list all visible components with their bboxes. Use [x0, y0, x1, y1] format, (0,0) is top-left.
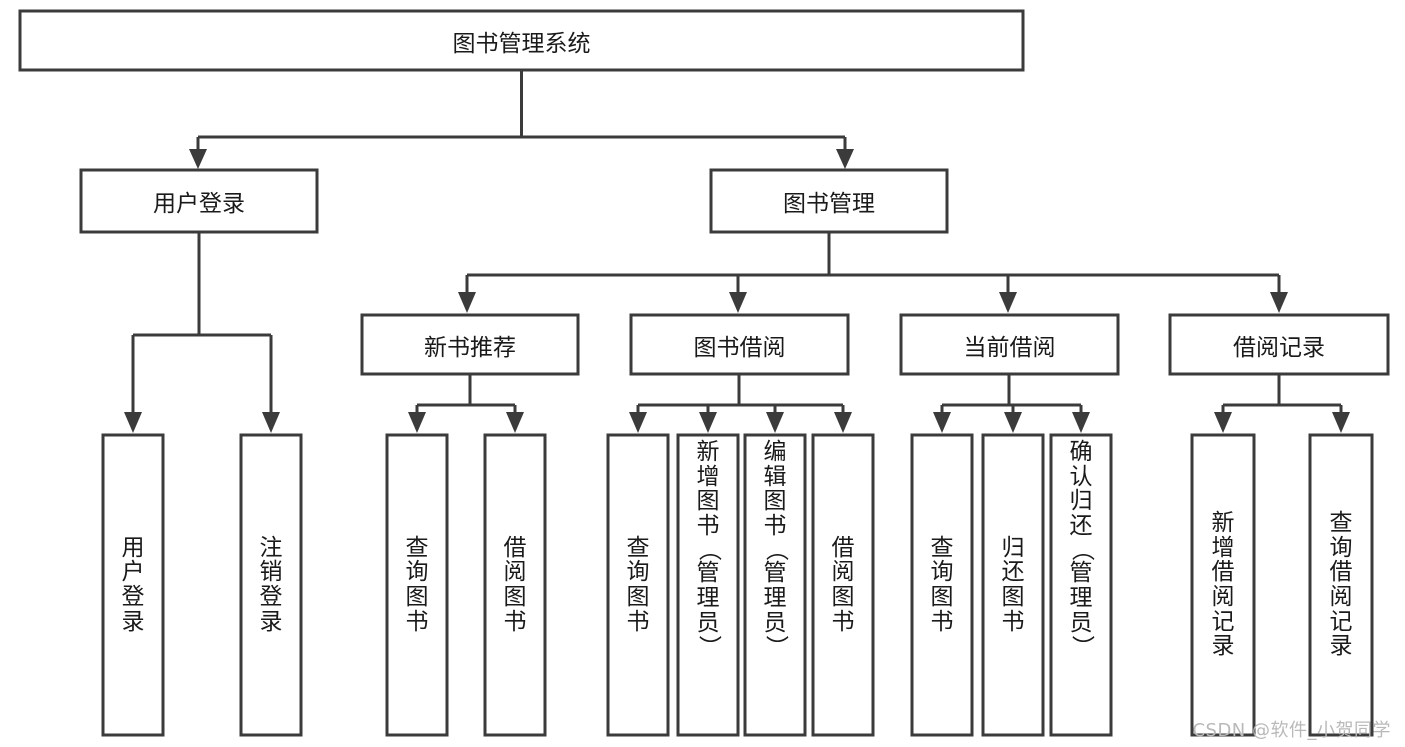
connector-user-login-to-leaves: [124, 232, 280, 433]
arrow-leaf-br-query: [1332, 412, 1350, 433]
node-new-book-rec[interactable]: [360, 313, 580, 376]
arrow-leaf-bb-add: [699, 412, 717, 433]
leaf-bb-edit-box[interactable]: [743, 433, 807, 737]
node-book-manage-box[interactable]: [709, 168, 949, 234]
leaf-rec-borrow-box[interactable]: [483, 433, 547, 737]
node-borrow-record-box[interactable]: [1168, 313, 1390, 376]
leaf-bb-add-box[interactable]: [676, 433, 740, 737]
arrow-leaf-bb-query: [629, 412, 647, 433]
node-current-borrow-box[interactable]: [899, 313, 1120, 376]
arrow-user-login: [189, 149, 207, 169]
node-book-borrow[interactable]: [629, 313, 850, 376]
leaf-cb-confirm-box[interactable]: [1049, 433, 1113, 737]
arrow-leaf-cb-query: [933, 412, 951, 433]
connector-book-borrow-to-leaves: [629, 374, 852, 433]
node-user-login-box[interactable]: [79, 168, 319, 234]
leaf-user-logout-box[interactable]: [239, 433, 303, 737]
leaf-cb-return-box[interactable]: [981, 433, 1045, 737]
connector-root-to-level2: [189, 70, 854, 169]
leaf-br-add-box[interactable]: [1190, 433, 1256, 737]
node-root-box[interactable]: [18, 9, 1025, 72]
arrow-current-borrow: [999, 292, 1017, 313]
arrow-book-manage: [836, 149, 854, 169]
connector-current-borrow-to-leaves: [933, 374, 1090, 433]
leaf-rec-query-box[interactable]: [385, 433, 449, 737]
node-book-borrow-box[interactable]: [629, 313, 850, 376]
arrow-new-book-rec: [458, 292, 476, 313]
arrow-leaf-user-login: [124, 412, 142, 433]
arrow-leaf-rec-query: [408, 412, 426, 433]
node-book-manage[interactable]: [709, 168, 949, 234]
connector-new-book-rec-to-leaves: [408, 374, 524, 433]
arrow-borrow-record: [1270, 292, 1288, 313]
leaf-br-query-box[interactable]: [1308, 433, 1374, 737]
leaf-bb-borrow-box[interactable]: [811, 433, 875, 737]
arrow-leaf-cb-return: [1004, 412, 1022, 433]
leaf-cb-query-box[interactable]: [910, 433, 974, 737]
connector-book-manage-to-level3: [458, 232, 1288, 313]
leaf-bb-query-box[interactable]: [606, 433, 670, 737]
node-user-login[interactable]: [79, 168, 319, 234]
connector-borrow-record-to-leaves: [1214, 374, 1350, 433]
arrow-leaf-bb-edit: [766, 412, 784, 433]
arrow-leaf-rec-borrow: [506, 412, 524, 433]
node-current-borrow[interactable]: [899, 313, 1120, 376]
arrow-book-borrow: [729, 292, 747, 313]
arrow-leaf-user-logout: [262, 412, 280, 433]
node-root[interactable]: [18, 9, 1025, 72]
arrow-leaf-bb-borrow: [834, 412, 852, 433]
node-new-book-rec-box[interactable]: [360, 313, 580, 376]
leaf-user-login-box[interactable]: [101, 433, 165, 737]
arrow-leaf-cb-confirm: [1072, 412, 1090, 433]
node-borrow-record[interactable]: [1168, 313, 1390, 376]
arrow-leaf-br-add: [1214, 412, 1232, 433]
